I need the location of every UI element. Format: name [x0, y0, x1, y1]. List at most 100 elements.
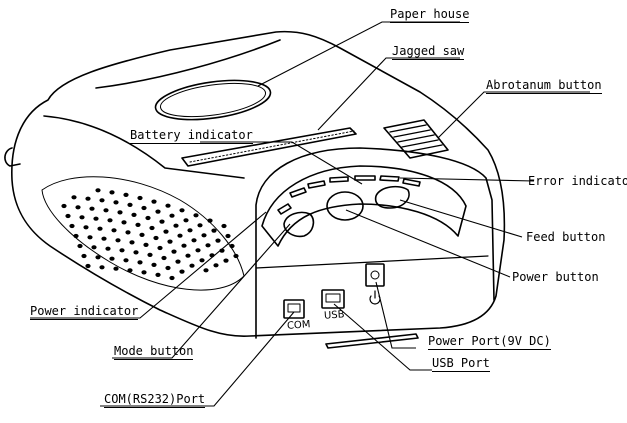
speaker-hole — [137, 260, 143, 265]
cover-top-line — [95, 39, 281, 89]
usb-port-mark: USB — [323, 309, 345, 322]
speaker-hole — [195, 248, 201, 253]
com-port-mark: COM — [286, 319, 311, 332]
leader-power-port — [375, 281, 416, 349]
speaker-hole — [131, 212, 137, 217]
leader-error — [399, 177, 535, 182]
speaker-hole — [99, 265, 105, 270]
speaker-hole — [143, 242, 149, 247]
speaker-hole — [151, 199, 157, 204]
control-bezel — [261, 165, 467, 247]
speaker-hole — [119, 248, 125, 253]
speaker-hole — [75, 205, 81, 210]
speaker-hole — [85, 263, 91, 269]
label-power-port: Power Port(9V DC) — [428, 334, 551, 350]
speaker-hole — [61, 203, 67, 209]
speaker-hole — [113, 200, 119, 205]
label-jagged-saw: Jagged saw — [392, 44, 465, 60]
speaker-hole — [153, 235, 159, 241]
label-error-indicator: Error indicator — [528, 174, 627, 188]
speaker-holes — [61, 188, 239, 281]
speaker-hole — [179, 269, 185, 274]
speaker-hole — [109, 190, 115, 195]
speaker-hole — [95, 255, 101, 260]
speaker-hole — [107, 218, 113, 223]
speaker-hole — [97, 226, 103, 231]
speaker-hole — [113, 266, 119, 271]
speaker-hole — [179, 208, 185, 213]
speaker-hole — [133, 250, 139, 255]
abrotanum-button-shape — [383, 119, 449, 159]
speaker-hole — [141, 270, 147, 275]
speaker-hole — [95, 188, 101, 193]
speaker-hole — [225, 233, 231, 239]
speaker-hole — [173, 223, 179, 228]
speaker-hole — [207, 218, 213, 223]
leader-usb — [333, 303, 432, 371]
speaker-hole — [171, 249, 177, 254]
mode-button-shape — [283, 211, 315, 238]
indicator-3 — [307, 180, 326, 189]
indicator-7 — [402, 178, 421, 187]
speaker-hole — [139, 232, 145, 237]
speaker-hole — [115, 238, 121, 243]
printer-body-outline — [11, 30, 506, 337]
speaker-hole — [185, 253, 191, 258]
speaker-hole — [215, 238, 221, 243]
speaker-hole — [85, 196, 91, 201]
speaker-hole — [145, 215, 151, 221]
speaker-hole — [137, 195, 143, 201]
speaker-hole — [71, 195, 77, 200]
speaker-hole — [169, 213, 175, 218]
leader-power-button — [345, 209, 511, 278]
front-panel — [255, 147, 495, 339]
cover-edge — [43, 115, 245, 179]
indicator-4 — [329, 176, 349, 183]
speaker-hole — [193, 213, 199, 218]
speaker-hole — [87, 235, 93, 240]
speaker-hole — [135, 222, 141, 227]
speaker-hole — [165, 203, 171, 208]
speaker-hole — [187, 228, 193, 233]
speaker-hole — [203, 268, 209, 273]
power-port-shape — [365, 263, 385, 287]
speaker-hole — [155, 209, 161, 214]
speaker-hole — [159, 219, 165, 224]
speaker-hole — [189, 263, 195, 268]
speaker-hole — [169, 275, 175, 281]
speaker-hole — [157, 245, 163, 251]
speaker-hole — [213, 263, 219, 268]
speaker-hole — [121, 220, 127, 225]
paper-slot — [325, 333, 419, 349]
speaker-hole — [161, 255, 167, 261]
speaker-hole — [105, 246, 111, 251]
leader-com — [100, 311, 295, 407]
speaker-hole — [127, 202, 133, 207]
paper-house-window — [154, 79, 272, 121]
speaker-hole — [201, 233, 207, 238]
speaker-hole — [149, 225, 155, 231]
speaker-hole — [175, 259, 181, 264]
leader-feed — [399, 199, 523, 238]
usb-port-shape — [321, 289, 345, 309]
speaker-hole — [91, 245, 97, 250]
speaker-hole — [163, 229, 169, 234]
speaker-hole — [77, 243, 83, 249]
speaker-hole — [155, 272, 161, 277]
leader-jagged-saw — [317, 57, 460, 131]
label-power-indicator: Power indicator — [30, 304, 139, 320]
speaker-hole — [123, 192, 129, 197]
speaker-hole — [191, 238, 197, 243]
leader-abrotanum — [437, 91, 590, 139]
speaker-hole — [199, 258, 205, 263]
speaker-hole — [125, 230, 131, 235]
leader-battery — [200, 141, 363, 185]
speaker-hole — [103, 208, 109, 213]
speaker-hole — [147, 252, 153, 257]
label-usb-port: USB Port — [432, 356, 490, 372]
speaker-hole — [229, 243, 235, 249]
speaker-hole — [205, 243, 211, 248]
indicator-1 — [277, 203, 292, 215]
